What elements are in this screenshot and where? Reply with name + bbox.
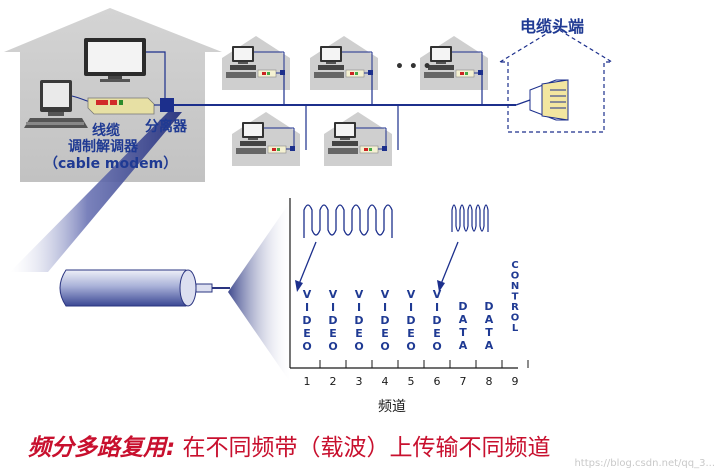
channel-label-letter: D xyxy=(354,314,363,327)
channel-label-letter: N xyxy=(511,281,519,292)
channel-label-letter: A xyxy=(459,339,468,352)
channel-label-letter: D xyxy=(458,300,467,313)
channel-number: 1 xyxy=(304,375,311,388)
channel-label-letter: V xyxy=(355,288,364,301)
small-house xyxy=(231,111,301,167)
modem-label-line1: 线缆 xyxy=(92,123,120,139)
channel-label-letter: T xyxy=(485,326,493,339)
channel-label-letter: V xyxy=(329,288,338,301)
arrow-icon xyxy=(295,280,303,292)
channel-number: 3 xyxy=(356,375,363,388)
channel-label-letter: O xyxy=(432,340,441,353)
channel-label-letter: I xyxy=(357,301,361,314)
headend-equipment-icon xyxy=(515,79,569,121)
channel-label-letter: O xyxy=(328,340,337,353)
channel-number: 2 xyxy=(330,375,337,388)
channel-label-letter: O xyxy=(354,340,363,353)
channel-label-letter: L xyxy=(512,323,519,334)
channel-label-letter: V xyxy=(407,288,416,301)
channel-label-letter: I xyxy=(383,301,387,314)
channel-label-letter: T xyxy=(459,326,467,339)
channel-label-letter: I xyxy=(331,301,335,314)
channel-label-letter: D xyxy=(406,314,415,327)
watermark: https://blog.csdn.net/qq_3... xyxy=(574,458,715,469)
channel-label-letter: D xyxy=(302,314,311,327)
channel-label-letter: I xyxy=(435,301,439,314)
video-carrier-waveform xyxy=(303,204,393,238)
computer-icon xyxy=(24,80,88,128)
channel-label-letter: A xyxy=(485,313,494,326)
channel-label-letter: V xyxy=(381,288,390,301)
channel-label-letter: A xyxy=(485,339,494,352)
arrow-icon xyxy=(437,280,445,292)
small-house xyxy=(221,35,291,91)
channel-chart: VIDEOVIDEOVIDEOVIDEOVIDEOVIDEODATADATACO… xyxy=(289,198,529,388)
zoom-cone-2 xyxy=(228,202,290,382)
channel-label-letter: E xyxy=(329,327,337,340)
channel-label-letter: C xyxy=(511,260,518,271)
channel-label-letter: E xyxy=(355,327,363,340)
channel-number: 9 xyxy=(512,375,519,388)
channel-label-letter: A xyxy=(459,313,468,326)
channel-label-letter: D xyxy=(380,314,389,327)
channel-number: 5 xyxy=(408,375,415,388)
channel-label-letter: I xyxy=(305,301,309,314)
coax-cable-icon xyxy=(59,269,230,307)
channel-label-letter: O xyxy=(511,271,520,282)
channel-label-letter: E xyxy=(433,327,441,340)
modem-label-line3: （cable modem） xyxy=(44,156,178,172)
modem-label-line2: 调制解调器 xyxy=(68,139,138,155)
small-house xyxy=(309,35,379,91)
channel-number: 8 xyxy=(486,375,493,388)
channel-label-letter: I xyxy=(409,301,413,314)
channel-label-letter: D xyxy=(328,314,337,327)
data-carrier-waveform xyxy=(451,204,489,232)
zoom-cone xyxy=(10,112,182,272)
splitter-label: 分离器 xyxy=(145,119,187,135)
caption-emphasis: 频分多路复用: xyxy=(28,435,176,461)
channel-number: 6 xyxy=(434,375,441,388)
cable-modem-icon xyxy=(87,97,155,115)
channel-label-letter: V xyxy=(433,288,442,301)
tv-icon xyxy=(84,38,146,82)
channel-label-letter: O xyxy=(406,340,415,353)
channel-label-letter: O xyxy=(380,340,389,353)
channel-label-letter: E xyxy=(303,327,311,340)
channel-number: 4 xyxy=(382,375,389,388)
channel-label-letter: E xyxy=(381,327,389,340)
channel-number: 7 xyxy=(460,375,467,388)
channel-label-letter: E xyxy=(407,327,415,340)
channel-label-letter: D xyxy=(484,300,493,313)
large-house xyxy=(4,8,222,182)
small-house xyxy=(323,111,393,167)
channel-label-letter: R xyxy=(511,302,519,313)
channel-label-letter: D xyxy=(432,314,441,327)
channel-label-letter: O xyxy=(302,340,311,353)
more-houses-dots: • • • xyxy=(395,59,432,75)
channel-axis-label: 频道 xyxy=(378,399,406,415)
headend-label: 电缆头端 xyxy=(520,17,585,36)
channel-label-letter: T xyxy=(512,292,519,303)
channel-label-letter: O xyxy=(511,313,520,324)
splitter-icon xyxy=(160,98,174,112)
fdm-caption: 频分多路复用: 在不同频带（载波）上传输不同频道 xyxy=(28,428,551,462)
channel-label-letter: V xyxy=(303,288,312,301)
caption-rest: 在不同频带（载波）上传输不同频道 xyxy=(175,435,551,461)
